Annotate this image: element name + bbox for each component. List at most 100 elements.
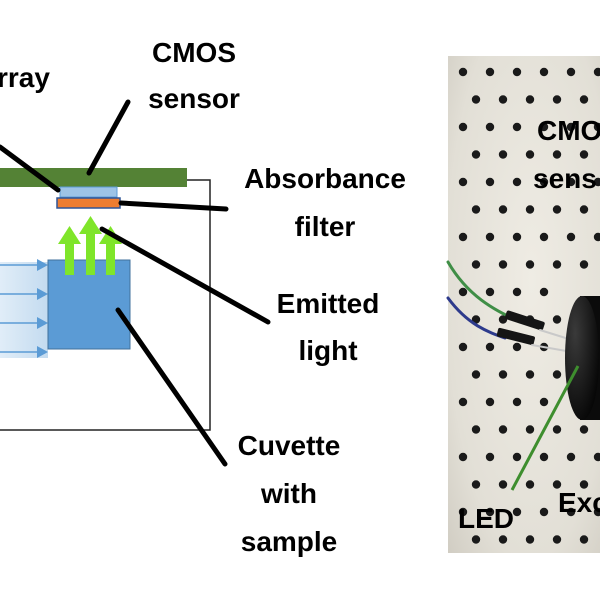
breadboard-hole xyxy=(498,260,508,269)
breadboard-hole xyxy=(458,452,468,462)
breadboard-hole xyxy=(458,397,468,407)
breadboard-hole xyxy=(485,122,495,132)
breadboard-hole xyxy=(485,397,495,407)
breadboard-hole xyxy=(512,397,522,407)
breadboard-hole xyxy=(539,67,549,77)
breadboard-hole xyxy=(471,150,481,159)
schematic-diagram: rray CMOS sensor Absorbance filter Emitt… xyxy=(0,37,406,557)
absorbance-filter xyxy=(56,197,121,209)
breadboard-hole xyxy=(498,95,508,104)
cuvette-label-line2: with xyxy=(260,478,317,509)
breadboard-hole xyxy=(525,260,535,269)
breadboard-hole xyxy=(593,67,600,77)
breadboard-hole xyxy=(525,205,535,214)
emitted-arrow-shaft xyxy=(65,242,74,275)
breadboard-hole xyxy=(579,260,589,269)
breadboard-hole xyxy=(485,342,495,352)
breadboard-hole xyxy=(471,315,481,324)
filter-leader-line xyxy=(118,200,229,212)
photo-labels: CMO sens LED Exc xyxy=(458,115,600,534)
breadboard-hole xyxy=(525,480,535,489)
breadboard-hole xyxy=(471,370,481,379)
cuvette-leader-line xyxy=(115,307,228,467)
breadboard-hole xyxy=(512,67,522,77)
breadboard-hole xyxy=(552,150,562,159)
breadboard-hole xyxy=(539,507,549,517)
emitted-light-leader-line xyxy=(99,226,271,325)
breadboard-hole xyxy=(566,67,576,77)
excitation-label: Exc xyxy=(558,487,600,518)
led-wires xyxy=(446,260,573,353)
breadboard-hole xyxy=(498,535,508,544)
breadboard-hole xyxy=(471,480,481,489)
led-pointer-line xyxy=(510,365,580,491)
breadboard-hole xyxy=(512,287,522,297)
cuvette-label-line3: sample xyxy=(241,526,338,557)
emitted-arrow-shaft xyxy=(106,242,115,275)
breadboard-hole xyxy=(579,425,589,434)
breadboard-hole xyxy=(539,287,549,297)
breadboard-hole xyxy=(593,122,600,132)
breadboard-hole xyxy=(539,452,549,462)
breadboard-hole xyxy=(566,122,576,132)
breadboard-hole xyxy=(512,122,522,132)
breadboard-hole xyxy=(512,177,522,187)
breadboard-hole xyxy=(525,370,535,379)
breadboard-hole xyxy=(525,535,535,544)
breadboard-hole xyxy=(458,122,468,132)
breadboard-hole xyxy=(593,507,600,517)
breadboard-hole xyxy=(458,287,468,297)
schematic-labels: rray CMOS sensor Absorbance filter Emitt… xyxy=(0,37,406,557)
breadboard-hole xyxy=(539,232,549,242)
breadboard-hole xyxy=(458,342,468,352)
breadboard-hole xyxy=(485,67,495,77)
breadboard-hole xyxy=(593,452,600,462)
emitted-arrowhead xyxy=(58,226,81,244)
breadboard-hole xyxy=(593,232,600,242)
cmos-label-line2: sensor xyxy=(148,83,240,114)
breadboard-hole xyxy=(471,95,481,104)
emitted-label-line1: Emitted xyxy=(277,288,380,319)
lens-tube-end xyxy=(565,296,599,420)
excitation-arrowhead xyxy=(37,288,48,300)
breadboard-hole xyxy=(512,507,522,517)
cmos-sensor-chip xyxy=(59,186,118,198)
breadboard-hole xyxy=(539,122,549,132)
array-leader-line xyxy=(0,144,61,193)
cuvette-label-line1: Cuvette xyxy=(238,430,341,461)
breadboard-hole xyxy=(498,205,508,214)
breadboard-hole xyxy=(512,232,522,242)
breadboard-hole xyxy=(525,150,535,159)
breadboard-hole xyxy=(525,425,535,434)
breadboard-hole xyxy=(539,177,549,187)
breadboard-hole xyxy=(471,535,481,544)
led-label: LED xyxy=(458,503,514,534)
filter-label-line2: filter xyxy=(295,211,356,242)
breadboard-hole xyxy=(539,397,549,407)
breadboard-hole xyxy=(485,232,495,242)
breadboard-hole xyxy=(498,425,508,434)
breadboard-hole xyxy=(485,287,495,297)
breadboard-hole xyxy=(579,95,589,104)
breadboard-hole xyxy=(552,370,562,379)
breadboard-hole xyxy=(593,177,600,187)
breadboard-hole xyxy=(552,260,562,269)
breadboard-hole xyxy=(579,535,589,544)
wire-connector xyxy=(496,327,535,346)
breadboard-hole xyxy=(552,205,562,214)
emitted-arrow-shaft xyxy=(86,232,95,275)
excitation-arrows xyxy=(0,259,48,358)
photo-cmos-label-line2: sens xyxy=(533,163,597,194)
breadboard-hole xyxy=(512,452,522,462)
array-label: rray xyxy=(0,62,50,93)
cmos-leader-line xyxy=(86,99,131,176)
breadboard-hole xyxy=(458,177,468,187)
breadboard-hole xyxy=(485,452,495,462)
cmos-label-line1: CMOS xyxy=(152,37,236,68)
breadboard-hole xyxy=(552,480,562,489)
breadboard-hole xyxy=(485,177,495,187)
breadboard-hole xyxy=(471,425,481,434)
breadboard-hole xyxy=(498,370,508,379)
leader-lines xyxy=(0,99,271,467)
